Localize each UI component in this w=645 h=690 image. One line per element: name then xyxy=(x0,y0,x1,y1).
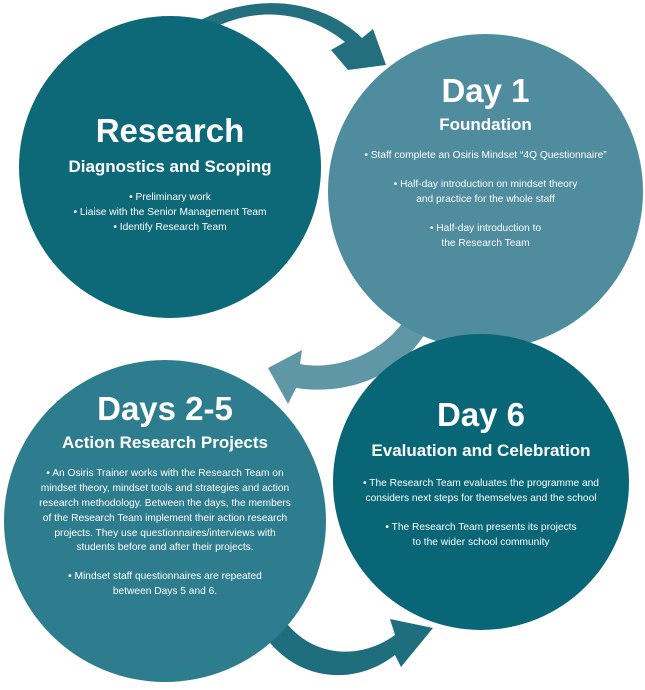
stage-day6-circle: Day 6 Evaluation and Celebration • The R… xyxy=(333,334,629,630)
stage-bullets: • Staff complete an Osiris Mindset “4Q Q… xyxy=(328,149,643,251)
arrow-research-to-day1 xyxy=(158,3,386,71)
bullet-line: between Days 5 and 6. xyxy=(112,585,218,597)
bullet-line: mindset theory, mindset tools and strate… xyxy=(40,483,290,495)
bullet-line: • An Osiris Trainer works with the Resea… xyxy=(46,468,284,480)
stage-subtitle: Foundation xyxy=(439,115,532,134)
bullet-line: • Half-day introduction on mindset theor… xyxy=(393,179,578,191)
bullet-line: • Identify Research Team xyxy=(113,221,227,233)
bullet-line: to the wider school community xyxy=(412,536,550,548)
bullet-line: students before and after their projects… xyxy=(76,542,254,554)
bullet-line: • The Research Team evaluates the progra… xyxy=(363,478,599,490)
bullet-line: • Staff complete an Osiris Mindset “4Q Q… xyxy=(364,150,607,162)
stage-bullets: • An Osiris Trainer works with the Resea… xyxy=(4,467,326,599)
bullet-line: • Liaise with the Senior Management Team xyxy=(73,207,267,219)
stage-day1-circle: Day 1 Foundation • Staff complete an Osi… xyxy=(328,34,643,349)
bullet-line: • Half-day introduction to xyxy=(429,222,542,234)
stage-subtitle: Evaluation and Celebration xyxy=(371,441,591,460)
stage-title: Day 6 xyxy=(436,396,526,433)
stage-days25-circle: Days 2-5 Action Research Projects • An O… xyxy=(4,360,326,682)
bullet-line: of the Research Team implement their act… xyxy=(42,512,288,524)
bullet-line: projects. They use questionnaires/interv… xyxy=(54,527,276,539)
bullet-line: and practice for the whole staff xyxy=(416,193,555,205)
arrow-days25-to-day6 xyxy=(255,600,433,676)
stage-title: Day 1 xyxy=(441,72,530,109)
stage-research-circle: Research Diagnostics and Scoping • Preli… xyxy=(19,16,321,318)
bullet-line: • The Research Team presents its project… xyxy=(385,521,577,533)
bullet-line: research methodology. Between the days, … xyxy=(39,497,291,509)
stage-bullets: • The Research Team evaluates the progra… xyxy=(333,477,629,550)
arrow-day1-to-days25 xyxy=(268,290,440,404)
bullet-line: • Mindset staff questionnaires are repea… xyxy=(68,571,262,583)
bullet-line: • Preliminary work xyxy=(129,192,211,204)
stage-title: Days 2-5 xyxy=(97,390,233,427)
stage-bullets: • Preliminary work • Liaise with the Sen… xyxy=(19,191,321,235)
stage-subtitle: Diagnostics and Scoping xyxy=(68,157,272,176)
bullet-line: considers next steps for themselves and … xyxy=(365,493,597,505)
bullet-line: the Research Team xyxy=(441,237,530,249)
stage-title: Research xyxy=(95,112,245,149)
stage-subtitle: Action Research Projects xyxy=(62,433,268,452)
